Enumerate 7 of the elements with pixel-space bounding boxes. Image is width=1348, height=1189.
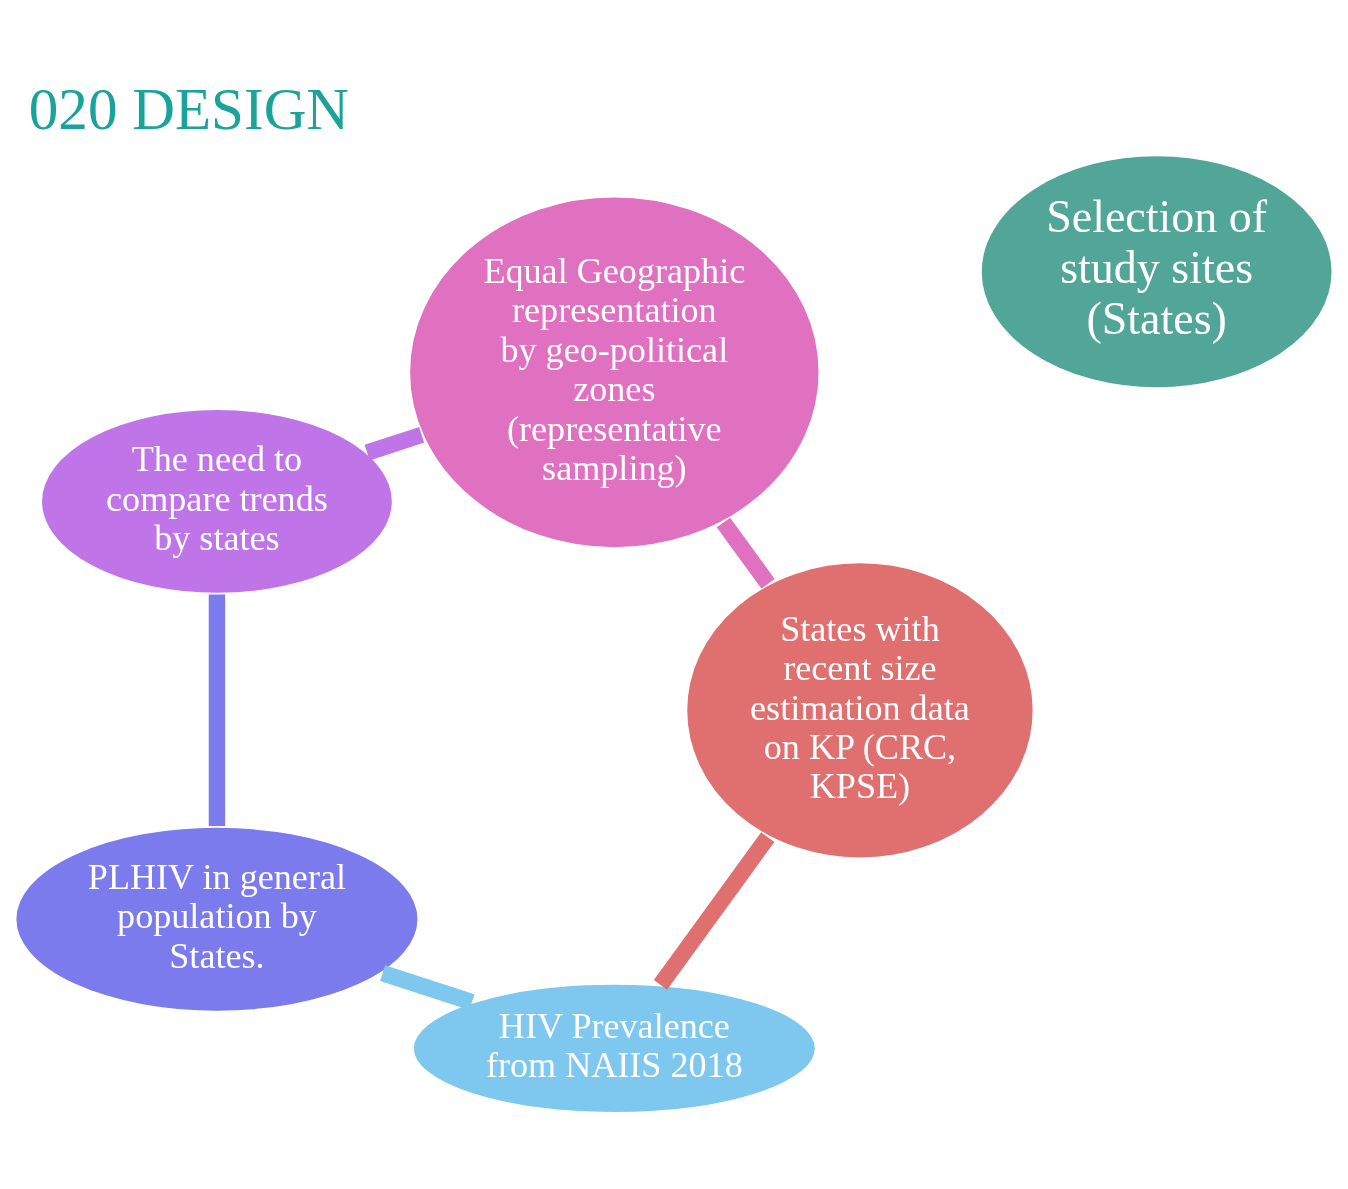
- connector: [364, 427, 425, 461]
- connector: [380, 965, 475, 1010]
- diagram-title: 020 DESIGN: [28, 76, 350, 143]
- node-ellipse: PLHIV in general population by States.: [13, 824, 421, 1014]
- connector: [208, 594, 226, 826]
- connector: [653, 832, 775, 990]
- connector: [716, 517, 775, 589]
